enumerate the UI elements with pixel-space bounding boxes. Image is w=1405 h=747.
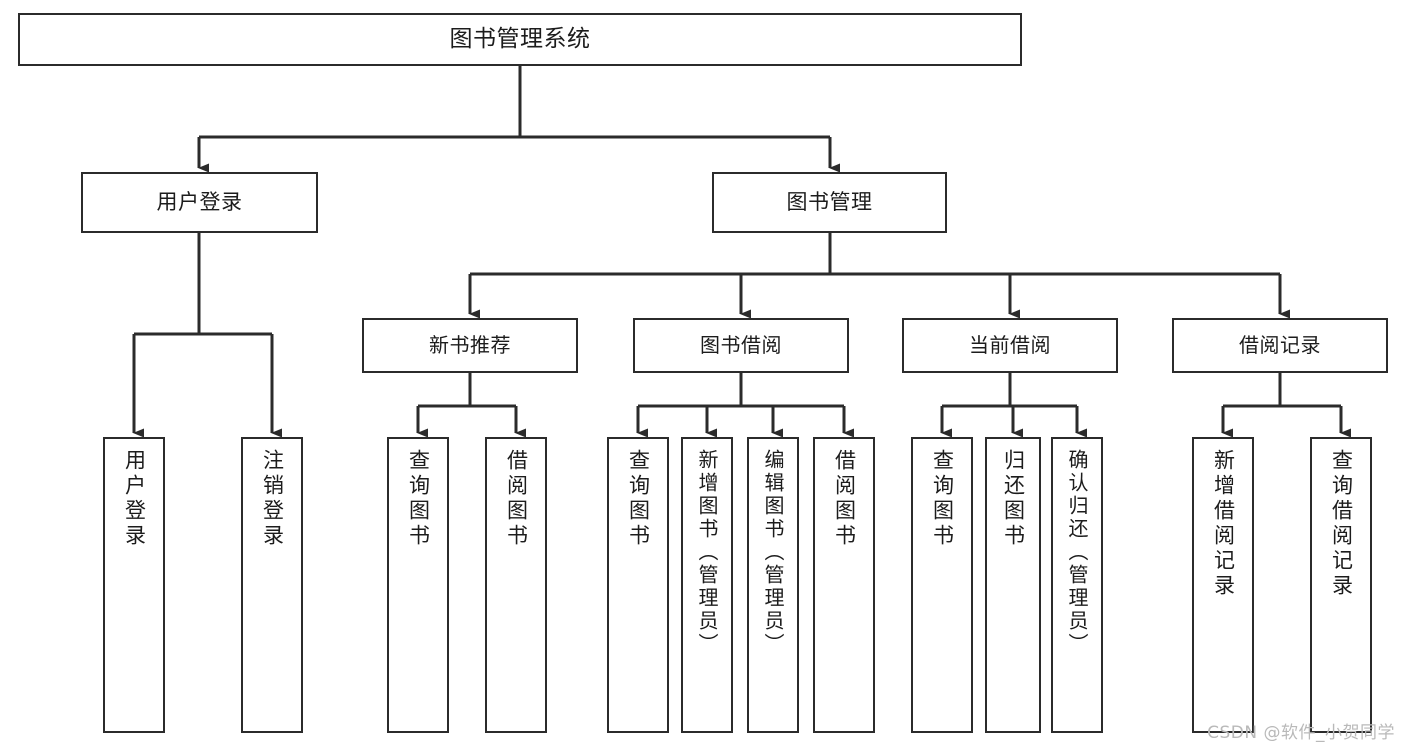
node-leaf-borrow-book-2[interactable]: 借阅图书 bbox=[813, 437, 875, 733]
node-book-manage[interactable]: 图书管理 bbox=[712, 172, 947, 233]
node-book-borrow[interactable]: 图书借阅 bbox=[633, 318, 849, 373]
node-leaf-query-book-3-label: 查询图书 bbox=[930, 449, 955, 549]
node-leaf-edit-book-label: 编辑图书（管理员） bbox=[761, 449, 785, 656]
node-leaf-confirm-return-label: 确认归还（管理员） bbox=[1065, 449, 1089, 656]
node-user-login[interactable]: 用户登录 bbox=[81, 172, 318, 233]
node-leaf-user-logout-label: 注销登录 bbox=[260, 449, 285, 549]
node-leaf-add-book-label: 新增图书（管理员） bbox=[695, 449, 719, 656]
node-leaf-borrow-book-1-label: 借阅图书 bbox=[504, 449, 529, 549]
node-borrow-record[interactable]: 借阅记录 bbox=[1172, 318, 1388, 373]
node-leaf-add-book[interactable]: 新增图书（管理员） bbox=[681, 437, 733, 733]
node-leaf-add-record-label: 新增借阅记录 bbox=[1211, 449, 1236, 599]
node-leaf-add-record[interactable]: 新增借阅记录 bbox=[1192, 437, 1254, 733]
node-leaf-user-login[interactable]: 用户登录 bbox=[103, 437, 165, 733]
node-leaf-query-book-2-label: 查询图书 bbox=[626, 449, 651, 549]
node-leaf-return-book[interactable]: 归还图书 bbox=[985, 437, 1041, 733]
node-new-book-recommend-label: 新书推荐 bbox=[429, 332, 511, 357]
node-current-borrow-label: 当前借阅 bbox=[969, 332, 1051, 357]
node-borrow-record-label: 借阅记录 bbox=[1239, 332, 1321, 357]
watermark-text: CSDN @软件_小贺同学 bbox=[1207, 723, 1395, 743]
node-leaf-query-book-1[interactable]: 查询图书 bbox=[387, 437, 449, 733]
node-current-borrow[interactable]: 当前借阅 bbox=[902, 318, 1118, 373]
node-leaf-borrow-book-2-label: 借阅图书 bbox=[832, 449, 857, 549]
node-user-login-label: 用户登录 bbox=[156, 190, 243, 215]
node-leaf-query-record-label: 查询借阅记录 bbox=[1329, 449, 1354, 599]
node-leaf-query-book-3[interactable]: 查询图书 bbox=[911, 437, 973, 733]
node-new-book-recommend[interactable]: 新书推荐 bbox=[362, 318, 578, 373]
node-leaf-user-logout[interactable]: 注销登录 bbox=[241, 437, 303, 733]
node-leaf-query-book-1-label: 查询图书 bbox=[406, 449, 431, 549]
node-book-borrow-label: 图书借阅 bbox=[700, 332, 782, 357]
node-leaf-query-book-2[interactable]: 查询图书 bbox=[607, 437, 669, 733]
node-root[interactable]: 图书管理系统 bbox=[18, 13, 1022, 66]
node-root-label: 图书管理系统 bbox=[449, 26, 591, 53]
node-leaf-confirm-return[interactable]: 确认归还（管理员） bbox=[1051, 437, 1103, 733]
node-leaf-query-record[interactable]: 查询借阅记录 bbox=[1310, 437, 1372, 733]
node-leaf-edit-book[interactable]: 编辑图书（管理员） bbox=[747, 437, 799, 733]
node-leaf-return-book-label: 归还图书 bbox=[1001, 449, 1026, 549]
node-leaf-borrow-book-1[interactable]: 借阅图书 bbox=[485, 437, 547, 733]
node-book-manage-label: 图书管理 bbox=[786, 190, 873, 215]
node-leaf-user-login-label: 用户登录 bbox=[122, 449, 147, 549]
